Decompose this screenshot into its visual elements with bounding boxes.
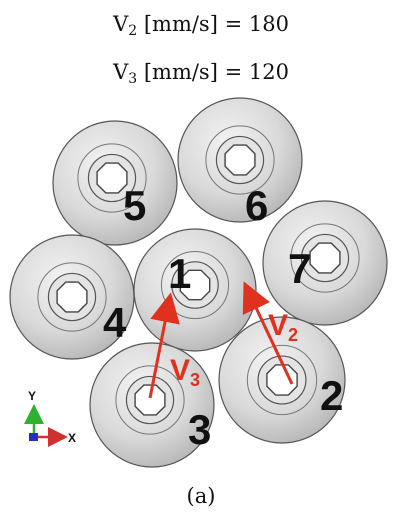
part-5-hex-hole (96, 162, 128, 194)
figure-caption: (a) (186, 484, 216, 508)
part-4: 4 (9, 234, 135, 360)
velocity-v3-label: V3 (170, 354, 200, 390)
part-5-label: 5 (123, 182, 146, 229)
part-2-outer-ring (246, 344, 318, 416)
part-7-label: 7 (288, 245, 311, 292)
z-axis-marker (29, 433, 38, 441)
velocity-v2-label: V2 (268, 309, 298, 345)
part-4-label: 4 (103, 299, 127, 346)
part-5: 5 (52, 120, 178, 246)
part-1-hex-hole (179, 269, 211, 301)
part-6-outer-ring (205, 125, 275, 195)
part-7-outer-ring (290, 223, 360, 293)
part-1-outer-ring (160, 250, 230, 320)
velocity-v2-arrow (242, 281, 294, 385)
part-6-hex-hole (224, 144, 256, 176)
part-4-hex-hole (56, 281, 88, 313)
part-7: 7 (262, 200, 388, 326)
velocity-v3-arrow (148, 292, 180, 399)
x-axis-label: X (68, 431, 76, 445)
part-3-hex-hole (134, 384, 166, 416)
velocity-v2-equation: V2 [mm/s] = 180 (113, 12, 289, 39)
coordinate-triad: Y X (24, 389, 76, 447)
part-3-outer-ring (115, 365, 185, 435)
y-axis-label: Y (28, 389, 36, 403)
part-2-label: 2 (320, 372, 343, 419)
part-3-label: 3 (188, 406, 211, 453)
part-6: 6 (177, 97, 303, 229)
part-2: 2 (218, 316, 346, 444)
part-7-hex-hole (309, 242, 341, 274)
part-1-label: 1 (168, 250, 191, 297)
part-1: 1 (133, 228, 257, 352)
part-4-outer-ring (37, 262, 107, 332)
part-3: 3 (89, 342, 215, 468)
part-2-hex-hole (266, 364, 298, 396)
part-6-label: 6 (245, 182, 268, 229)
velocity-v3-equation: V3 [mm/s] = 120 (113, 60, 289, 87)
part-5-outer-ring (77, 143, 147, 213)
